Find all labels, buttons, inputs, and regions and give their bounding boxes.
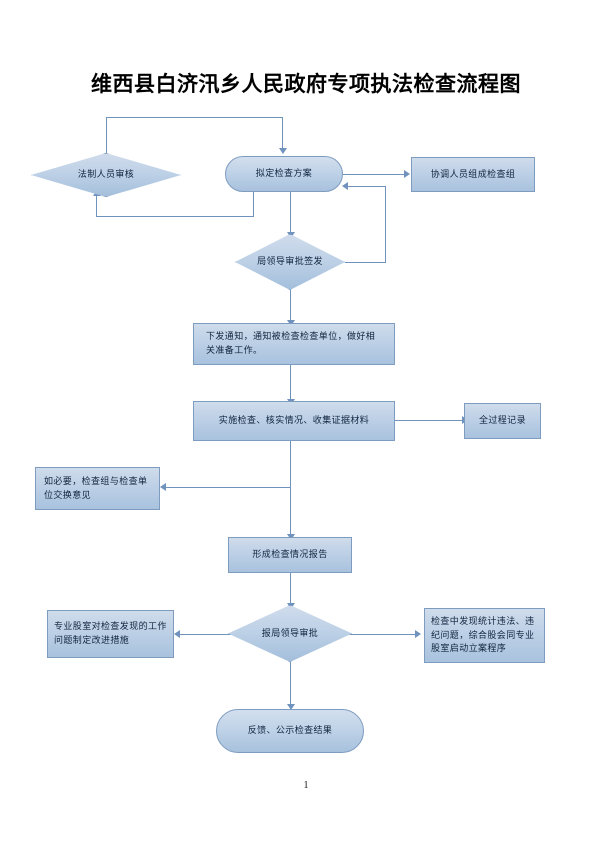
connector-approval-to-improvement <box>180 634 246 636</box>
node-exchange-opinions[interactable]: 如必要，检查组与检查单位交换意见 <box>35 467 160 510</box>
arrowhead-into-feedback <box>287 704 295 710</box>
node-label: 下发通知，通知被检查检查单位，做好相关准备工作。 <box>206 331 376 355</box>
connector-draft-plan-to-coordinate-team <box>343 174 405 176</box>
node-case-filing-procedure[interactable]: 检查中发现统计违法、违纪问题，综合股会同专业股室启动立案程序 <box>424 608 545 663</box>
node-full-process-record[interactable]: 全过程记录 <box>464 403 541 439</box>
node-label: 报局领导审批 <box>261 627 319 638</box>
connector-conduct-inspection-to-record <box>395 420 464 422</box>
arrowhead-into-coordinate-team <box>404 170 410 178</box>
node-improvement-measures[interactable]: 专业股室对检查发现的工作问题制定改进措施 <box>47 610 174 658</box>
node-issue-notice[interactable]: 下发通知，通知被检查检查单位，做好相关准备工作。 <box>193 323 395 365</box>
node-label: 法制人员审核 <box>77 169 135 180</box>
connector-approval-to-feedback <box>290 662 292 706</box>
node-label: 拟定检查方案 <box>255 168 313 179</box>
page-title: 维西县白济汛乡人民政府专项执法检查流程图 <box>91 72 521 96</box>
node-legal-review[interactable]: 法制人员审核 <box>31 153 181 197</box>
connector-bureau-approval-to-issue-notice <box>290 290 292 322</box>
node-label: 检查中发现统计违法、违纪问题，综合股会同专业股室启动立案程序 <box>431 615 535 654</box>
connector-bureau-approval-right <box>345 262 386 264</box>
connector-conduct-inspection-down <box>290 441 292 537</box>
node-bureau-approval-issue[interactable]: 局领导审批签发 <box>235 234 345 290</box>
connector-approval-to-case-filing <box>335 634 417 636</box>
node-label: 全过程记录 <box>478 415 526 426</box>
node-label: 如必要，检查组与检查单位交换意见 <box>44 475 148 500</box>
connector-draft-plan-down-left <box>253 192 255 217</box>
node-label: 专业股室对检查发现的工作问题制定改进措施 <box>54 621 167 645</box>
connector-back-to-legal-review <box>96 216 254 218</box>
node-coordinate-team[interactable]: 协调人员组成检查组 <box>411 157 535 192</box>
connector-report-to-bureau-approval <box>290 573 292 605</box>
connector-back-into-draft-plan <box>348 186 386 188</box>
connector-bureau-approval-up <box>385 186 387 263</box>
connector-issue-notice-to-conduct-inspection <box>290 365 292 401</box>
page-number: 1 <box>303 780 309 791</box>
node-draft-plan[interactable]: 拟定检查方案 <box>225 156 343 192</box>
node-conduct-inspection[interactable]: 实施检查、核实情况、收集证据材料 <box>193 401 395 441</box>
connector-draft-plan-to-bureau-approval <box>290 192 292 234</box>
connector-up-into-legal-review <box>96 196 98 217</box>
arrowhead-into-case-filing <box>415 630 421 638</box>
arrowhead-into-exchange-opinions <box>160 483 166 491</box>
node-label: 反馈、公示检查结果 <box>247 725 333 736</box>
node-report-bureau-approval[interactable]: 报局领导审批 <box>228 605 352 662</box>
node-label: 协调人员组成检查组 <box>430 168 516 179</box>
arrowhead-into-draft-plan-top <box>279 148 287 154</box>
arrowhead-into-improvement <box>174 630 180 638</box>
connector-branch-to-exchange-opinions <box>166 487 291 489</box>
node-label: 形成检查情况报告 <box>252 549 328 560</box>
connector-top-down-to-draft-plan <box>282 117 284 150</box>
node-label: 实施检查、核实情况、收集证据材料 <box>218 415 370 426</box>
node-inspection-report[interactable]: 形成检查情况报告 <box>228 537 352 573</box>
arrowhead-into-draft-plan-right <box>342 182 348 190</box>
connector-top-horizontal <box>106 117 283 119</box>
node-label: 局领导审批签发 <box>257 256 323 267</box>
connector-legal-review-to-top <box>106 117 108 169</box>
node-feedback-publish[interactable]: 反馈、公示检查结果 <box>216 709 364 753</box>
